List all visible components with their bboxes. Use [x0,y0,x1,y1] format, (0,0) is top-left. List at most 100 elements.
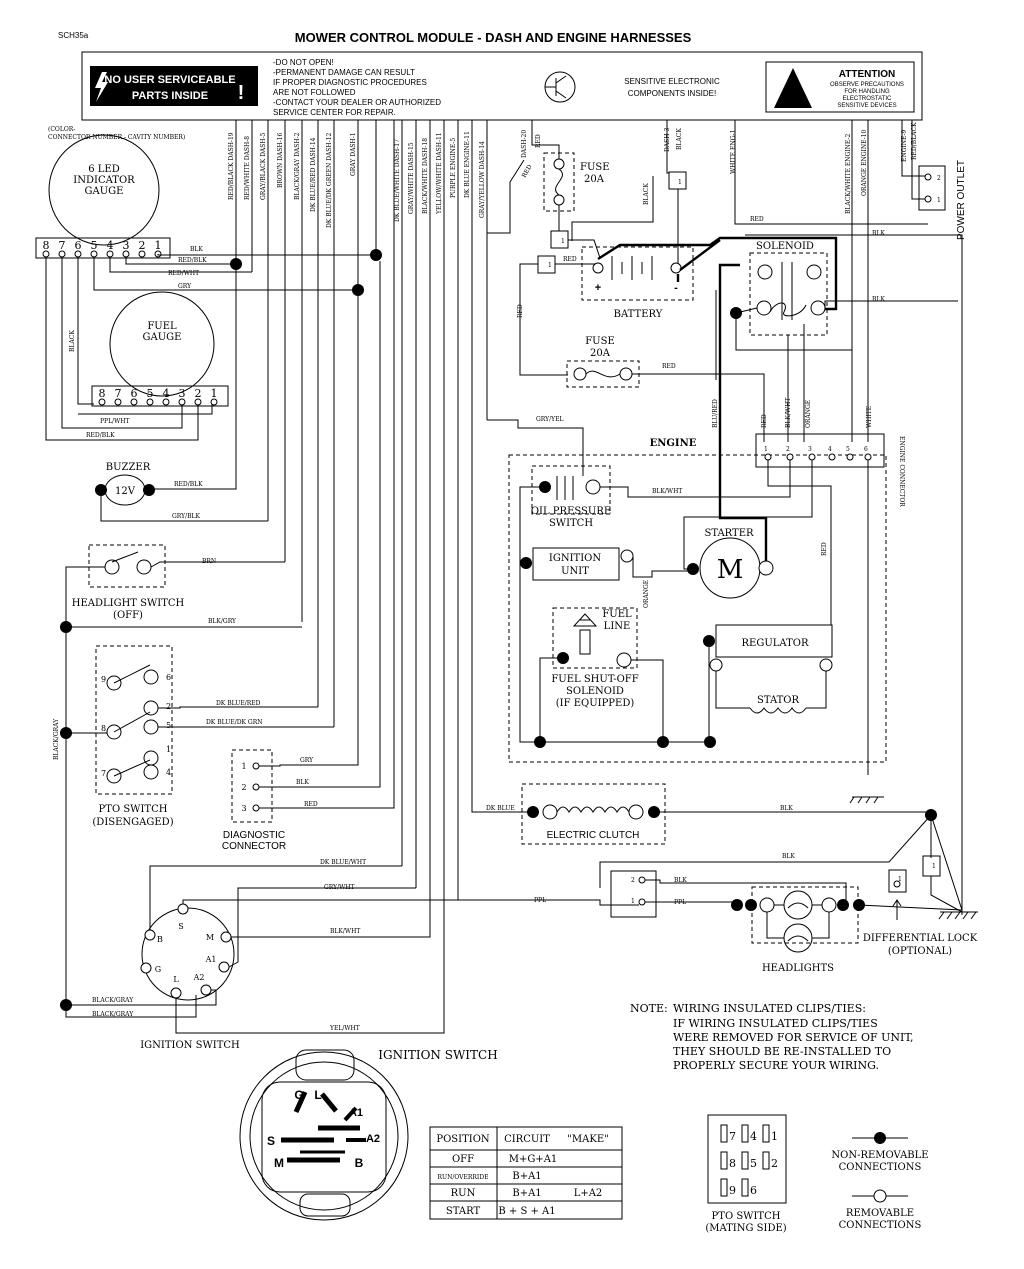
pto-mating-label: (MATING SIDE) [705,1223,786,1234]
wiring-note: NOTE: WIRING INSULATED CLIPS/TIES: IF WI… [630,1002,914,1072]
pin-number: 6 [75,239,82,252]
electric-clutch-label: ELECTRIC CLUTCH [547,830,640,841]
pin-number: 9 [729,1184,736,1197]
terminal-label: S [267,1134,275,1148]
pin-number: 3 [808,446,812,453]
pin-number: 6 [864,446,868,453]
wire-label: BLK [296,779,309,786]
table-cell: B + S + A1 [498,1206,555,1217]
fuel-shutoff-label: (IF EQUIPPED) [556,698,635,709]
table-cell: B+A1 [512,1188,541,1199]
note-line: PROPERLY SECURE YOUR WIRING. [673,1059,879,1072]
table-cell: RUN [451,1188,476,1199]
warning-line: -DO NOT OPEN! [273,58,334,67]
warning-line: IF PROPER DIAGNOSTIC PROCEDURES [273,78,427,87]
module-wire-label: PURPLE ENGINE-5 [450,138,457,198]
headlight-bulb-icon [783,890,813,920]
attention-line: ELECTROSTATIC [843,96,892,102]
engine: ENGINE RED BLK/WHT ORANGE WHITE 1 2 3 4 … [508,398,905,763]
pin-number: 9 [101,675,106,684]
engine-connector-label: ENGINE CONNECTOR [898,436,905,507]
terminal-label: B [355,1156,364,1170]
wire-label: BLK [780,805,793,812]
wire-label: BLK [782,853,795,860]
top-fuse: FUSE 20A [543,152,610,212]
buzzer-voltage: 12V [115,486,136,497]
wire-label: BLK [190,246,203,253]
gauge-label: 6 LED [88,164,120,175]
fuse-rating: 20A [584,174,605,185]
table-cell: RUN/OVERRIDE [438,1174,489,1181]
wire-label: BLU/RED [712,399,719,428]
wire-label: BLK/WHT [330,928,360,935]
attention-heading: ATTENTION [839,69,895,80]
wire-label: GRY/BLK [172,513,201,520]
note-line: WIRING INSULATED CLIPS/TIES: [673,1002,866,1015]
warning-line: -PERMANENT DAMAGE CAN RESULT [273,68,415,77]
note-head: NOTE: [630,1002,668,1015]
warning-line: ARE NOT FOLLOWED [273,88,356,97]
diagnostic-connector-label: CONNECTOR [222,841,286,852]
wire-label: DK BLUE/RED [216,700,261,707]
ignition-switch-schematic: S B M G L A1 A2 IGNITION SWITCH [140,903,240,1051]
wire-label: GRY [178,283,192,290]
table-cell: L+A2 [574,1188,603,1199]
pin-number: 4 [828,446,832,453]
ignition-switch-view-title: IGNITION SWITCH [378,1048,497,1062]
warning-line: -CONTACT YOUR DEALER OR AUTHORIZED [273,98,441,107]
pin-number: 1 [561,238,565,245]
pin-number: 8 [729,1157,736,1170]
wire-label: RED [304,801,318,808]
starter-motor-icon: M [717,555,744,585]
terminal-label: A2 [193,973,205,982]
pin-number: 5 [91,239,98,252]
terminal-label: M [206,933,214,942]
pin-number: 1 [155,239,162,252]
pin-number: 4 [163,387,170,400]
pin-number: 1 [211,387,218,400]
warning-box: NO USER SERVICEABLE PARTS INSIDE ! -DO N… [81,51,923,121]
pin-number: 7 [729,1130,736,1143]
terminal-label: B [157,935,163,944]
non-removable-icon [874,1132,886,1144]
ignition-unit-label: UNIT [561,566,589,577]
module-wire-label: GRAY/YELLOW DASH-14 [479,141,486,218]
pin-number: 5 [750,1157,757,1170]
engine-boundary [508,454,887,763]
module-wire-label: RED/WHITE DASH-8 [244,136,251,200]
pto-switch-mating-side: 7 4 1 8 5 2 9 6 PTO SWITCH (MATING SIDE) [705,1114,787,1234]
exclamation-icon: ! [238,82,245,104]
fuel-line-label: FUEL [602,609,632,620]
table-header: CIRCUIT [504,1134,550,1145]
terminal-label: L [314,1088,321,1102]
wire-label: PPL [534,897,546,904]
wire-label: RED/WHT [168,270,199,277]
module-wire-label: BLACK/WHITE ENGINE-2 [845,134,852,214]
module-wire-label: DK BLUE/WHITE DASH-17 [394,139,401,222]
pin-number: 2 [631,877,635,884]
wire-label: RED [517,304,524,318]
headlights: HEADLIGHTS [731,886,865,974]
sensitive-line2: COMPONENTS INSIDE! [628,89,716,98]
wire-label: RED/BLK [178,257,207,264]
ignition-unit-label: IGNITION [549,553,601,564]
wire-label: BLK/WHT [785,398,792,428]
wire-label: PPL/WHT [100,418,129,425]
pin-number: 6 [750,1184,757,1197]
terminal-label: G [155,965,161,974]
module-wire-label: BROWN DASH-16 [277,132,284,188]
power-outlet: 2 1 POWER OUTLET [918,160,967,240]
oil-pressure-label: SWITCH [549,518,593,529]
wire-label: BLK/WHT [652,488,682,495]
wire-label: BLACK/GRAY [92,997,134,1004]
power-outlet-label: POWER OUTLET [956,160,967,240]
pin-number: 2 [937,175,941,182]
buzzer-label: BUZZER [106,462,151,473]
document-id: SCH35a [58,31,89,40]
ignition-position-table: POSITION CIRCUIT "MAKE" OFF M+G+A1 RUN/O… [429,1126,623,1220]
pin-number: 5 [147,387,154,400]
battery-terminal-connector [550,230,569,249]
legend-label: REMOVABLE [846,1208,914,1219]
wire-label: YEL/WHT [329,1025,360,1032]
headlight-switch: HEADLIGHT SWITCH (OFF) [72,544,185,621]
